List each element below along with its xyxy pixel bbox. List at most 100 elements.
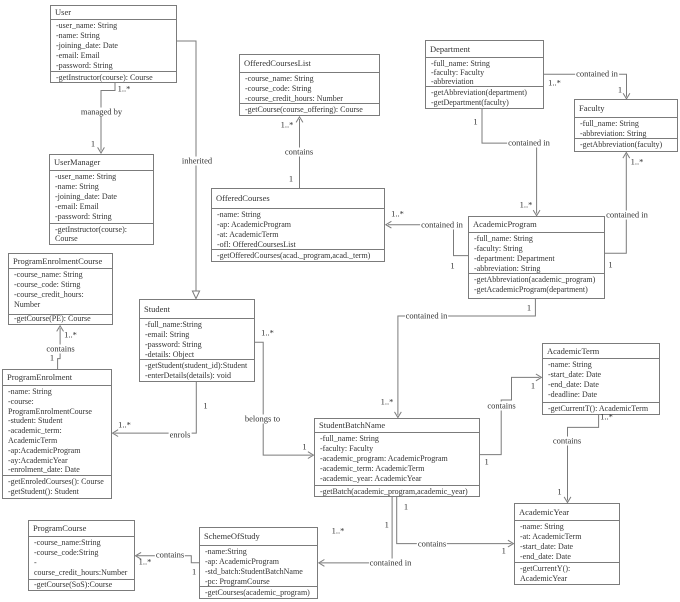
relationship-label-offeredcourses-offeredcourseslist: contains xyxy=(283,146,315,156)
multiplicity-department-academicprogram-from: 1 xyxy=(473,116,478,126)
connector-department-faculty xyxy=(544,73,631,100)
multiplicity-studentbatchname-schemeofstudy-from: 1 xyxy=(384,519,389,530)
method: -getDepartment(faculty) xyxy=(431,97,509,107)
class-department-attributes: -full_name: String-faculty: Faculty-abbr… xyxy=(426,58,543,87)
attribute: -full_name:String xyxy=(145,320,202,329)
multiplicity-student-studentbatchname-from: 1..* xyxy=(261,327,274,337)
connector-studentbatchname-schemeofstudy xyxy=(317,497,393,567)
attribute: -abbreviation xyxy=(431,77,474,87)
attribute: -email: String xyxy=(145,330,190,340)
attribute: -password: String xyxy=(55,212,112,222)
relationship-label-student-studentbatchname: belongs to xyxy=(243,413,282,424)
connector-user-usermanager xyxy=(97,83,116,154)
multiplicity-schemeofstudy-programcourse-from: 1 xyxy=(191,566,197,577)
multiplicity-academicprogram-faculty-from: 1 xyxy=(608,259,613,269)
class-academicterm-title: AcademicTerm xyxy=(543,344,659,359)
multiplicity-studentbatchname-academicyear-to: 1 xyxy=(501,545,506,555)
method: -getBatch(academic_program,academic_year… xyxy=(320,486,468,496)
attribute: -end_date: Date xyxy=(520,552,571,562)
multiplicity-academicprogram-studentbatchname-to: 1..* xyxy=(380,396,394,407)
attribute: -name: String xyxy=(56,31,100,41)
attribute: -course_credit_hours: Number xyxy=(14,290,84,310)
class-schemeofstudy-title: SchemeOfStudy xyxy=(200,528,317,546)
relationship-label-department-faculty: contained in xyxy=(575,68,619,79)
class-programenrolmentcourse: ProgramEnrolmentCourse-course_name: Stri… xyxy=(8,253,113,325)
method: -getCourse(SoS):Course xyxy=(34,580,113,589)
class-usermanager-title: UserManager xyxy=(50,155,153,171)
multiplicity-studentbatchname-academicyear-from: 1 xyxy=(403,501,409,512)
class-academicprogram: AcademicProgram-full_name: String-facult… xyxy=(468,216,605,299)
class-programenrolmentcourse-methods: -getCourse(PE): Course xyxy=(9,315,112,324)
attribute: -user_name: String xyxy=(56,21,118,30)
relationship-label-department-academicprogram: contained in xyxy=(507,137,551,148)
attribute: -faculty: Faculty xyxy=(320,444,374,454)
multiplicity-studentbatchname-academicterm-from: 1 xyxy=(484,456,489,467)
class-user-title: User xyxy=(51,6,176,20)
attribute: -std_batch:StudentBatchName xyxy=(205,567,303,577)
class-programenrolment-methods: -getEnroledCourses(): Course-getStudent(… xyxy=(3,476,111,497)
connector-studentbatchname-academicyear xyxy=(396,497,515,548)
attribute: -full_name: String xyxy=(431,59,490,68)
class-usermanager-attributes: -user_name: String-name: String-joining_… xyxy=(50,171,153,224)
class-user-attributes: -user_name: String-name: String-joining_… xyxy=(51,20,176,72)
connector-student-studentbatchname xyxy=(255,341,315,459)
attribute: -end_date: Date xyxy=(548,380,599,390)
class-user: User-user_name: String-name: String-join… xyxy=(50,5,177,83)
class-offeredcourseslist: OfferedCoursesList-course_name: String-c… xyxy=(239,54,380,116)
class-offeredcourses-attributes: -name: String-ap: AcademicProgram-at: Ac… xyxy=(212,209,384,250)
multiplicity-programenrolment-programenrolmentcourse-to: 1..* xyxy=(64,329,77,339)
connector-academicterm-academicyear xyxy=(563,415,600,504)
attribute: -ap:AcademicProgram xyxy=(8,445,81,455)
multiplicity-user-usermanager-to: 1 xyxy=(90,138,96,149)
attribute: -academic_term: AcademicTerm xyxy=(320,464,425,474)
class-programcourse-attributes: -course_name:String-course_code:String- … xyxy=(29,537,134,580)
class-offeredcourses-title: OfferedCourses xyxy=(212,189,384,209)
class-offeredcourses: OfferedCourses-name: String-ap: Academic… xyxy=(211,188,385,262)
method: -getInstructor(course): Course xyxy=(56,72,153,82)
class-student-title: Student xyxy=(140,300,254,319)
multiplicity-offeredcourses-offeredcourseslist-to: 1..* xyxy=(280,119,294,129)
attribute: -name: String xyxy=(8,387,52,396)
relationship-label-studentbatchname-academicterm: contains xyxy=(486,400,517,411)
attribute: -course_name:String xyxy=(34,538,101,547)
class-student-attributes: -full_name:String-email: String-password… xyxy=(140,319,254,360)
attribute: -ap: AcademicProgram xyxy=(217,220,291,230)
connector-academicprogram-studentbatchname xyxy=(394,299,536,419)
attribute: -details: Object xyxy=(145,350,195,360)
attribute: -joining_date: Date xyxy=(56,41,118,51)
class-schemeofstudy-methods: -getCourses(academic_program) xyxy=(200,587,317,598)
class-programcourse-title: ProgramCourse xyxy=(29,521,134,537)
class-academicprogram-title: AcademicProgram xyxy=(469,217,604,233)
class-academicyear: AcademicYear-name: String-at: AcademicTe… xyxy=(514,503,620,585)
class-usermanager: UserManager-user_name: String-name: Stri… xyxy=(49,154,154,245)
multiplicity-academicprogram-faculty-to: 1..* xyxy=(630,156,644,166)
attribute: -course: ProgramEnrolmentCourse xyxy=(8,396,92,416)
method: -getCourses(academic_program) xyxy=(205,587,310,597)
method: -getCourse(course_offering): Course xyxy=(245,104,363,114)
attribute: -full_name: String xyxy=(320,434,379,443)
attribute: -ofl: OfferedCoursesList xyxy=(217,240,296,250)
attribute: -abbreviation: String xyxy=(580,128,647,138)
attribute: -email: Email xyxy=(56,51,100,61)
attribute: -name:String xyxy=(205,547,247,556)
connector-academicprogram-faculty xyxy=(605,151,631,254)
multiplicity-department-faculty-from: 1..* xyxy=(548,77,561,87)
class-studentbatchname-attributes: -full_name: String-faculty: Faculty -acad… xyxy=(315,433,479,486)
class-usermanager-methods: -getInstructor(course): Course xyxy=(50,224,153,244)
method: -getAbbreviation(faculty) xyxy=(580,139,663,149)
relationship-label-studentbatchname-schemeofstudy: contained in xyxy=(368,557,413,568)
attribute: -password: String xyxy=(145,340,202,350)
multiplicity-student-programenrolment-to: 1..* xyxy=(118,419,131,430)
relationship-label-user-student: inherited xyxy=(180,155,214,166)
attribute: -enrolment_date: Date xyxy=(8,465,80,475)
class-academicprogram-attributes: -full_name: String-faculty: String-depar… xyxy=(469,233,604,274)
attribute: -course_name: String xyxy=(245,74,314,83)
connector-user-student xyxy=(177,40,201,300)
method: -getAbbreviation(department) xyxy=(431,87,527,97)
multiplicity-academicterm-academicyear-to: 1 xyxy=(557,486,562,497)
attribute: -department: Department xyxy=(474,254,555,264)
multiplicity-academicprogram-offeredcourses-to: 1..* xyxy=(391,208,404,219)
method: -getCurrentT(): AcademicTerm xyxy=(548,403,649,413)
class-programenrolment: ProgramEnrolment-name: String-course: Pr… xyxy=(2,369,112,499)
